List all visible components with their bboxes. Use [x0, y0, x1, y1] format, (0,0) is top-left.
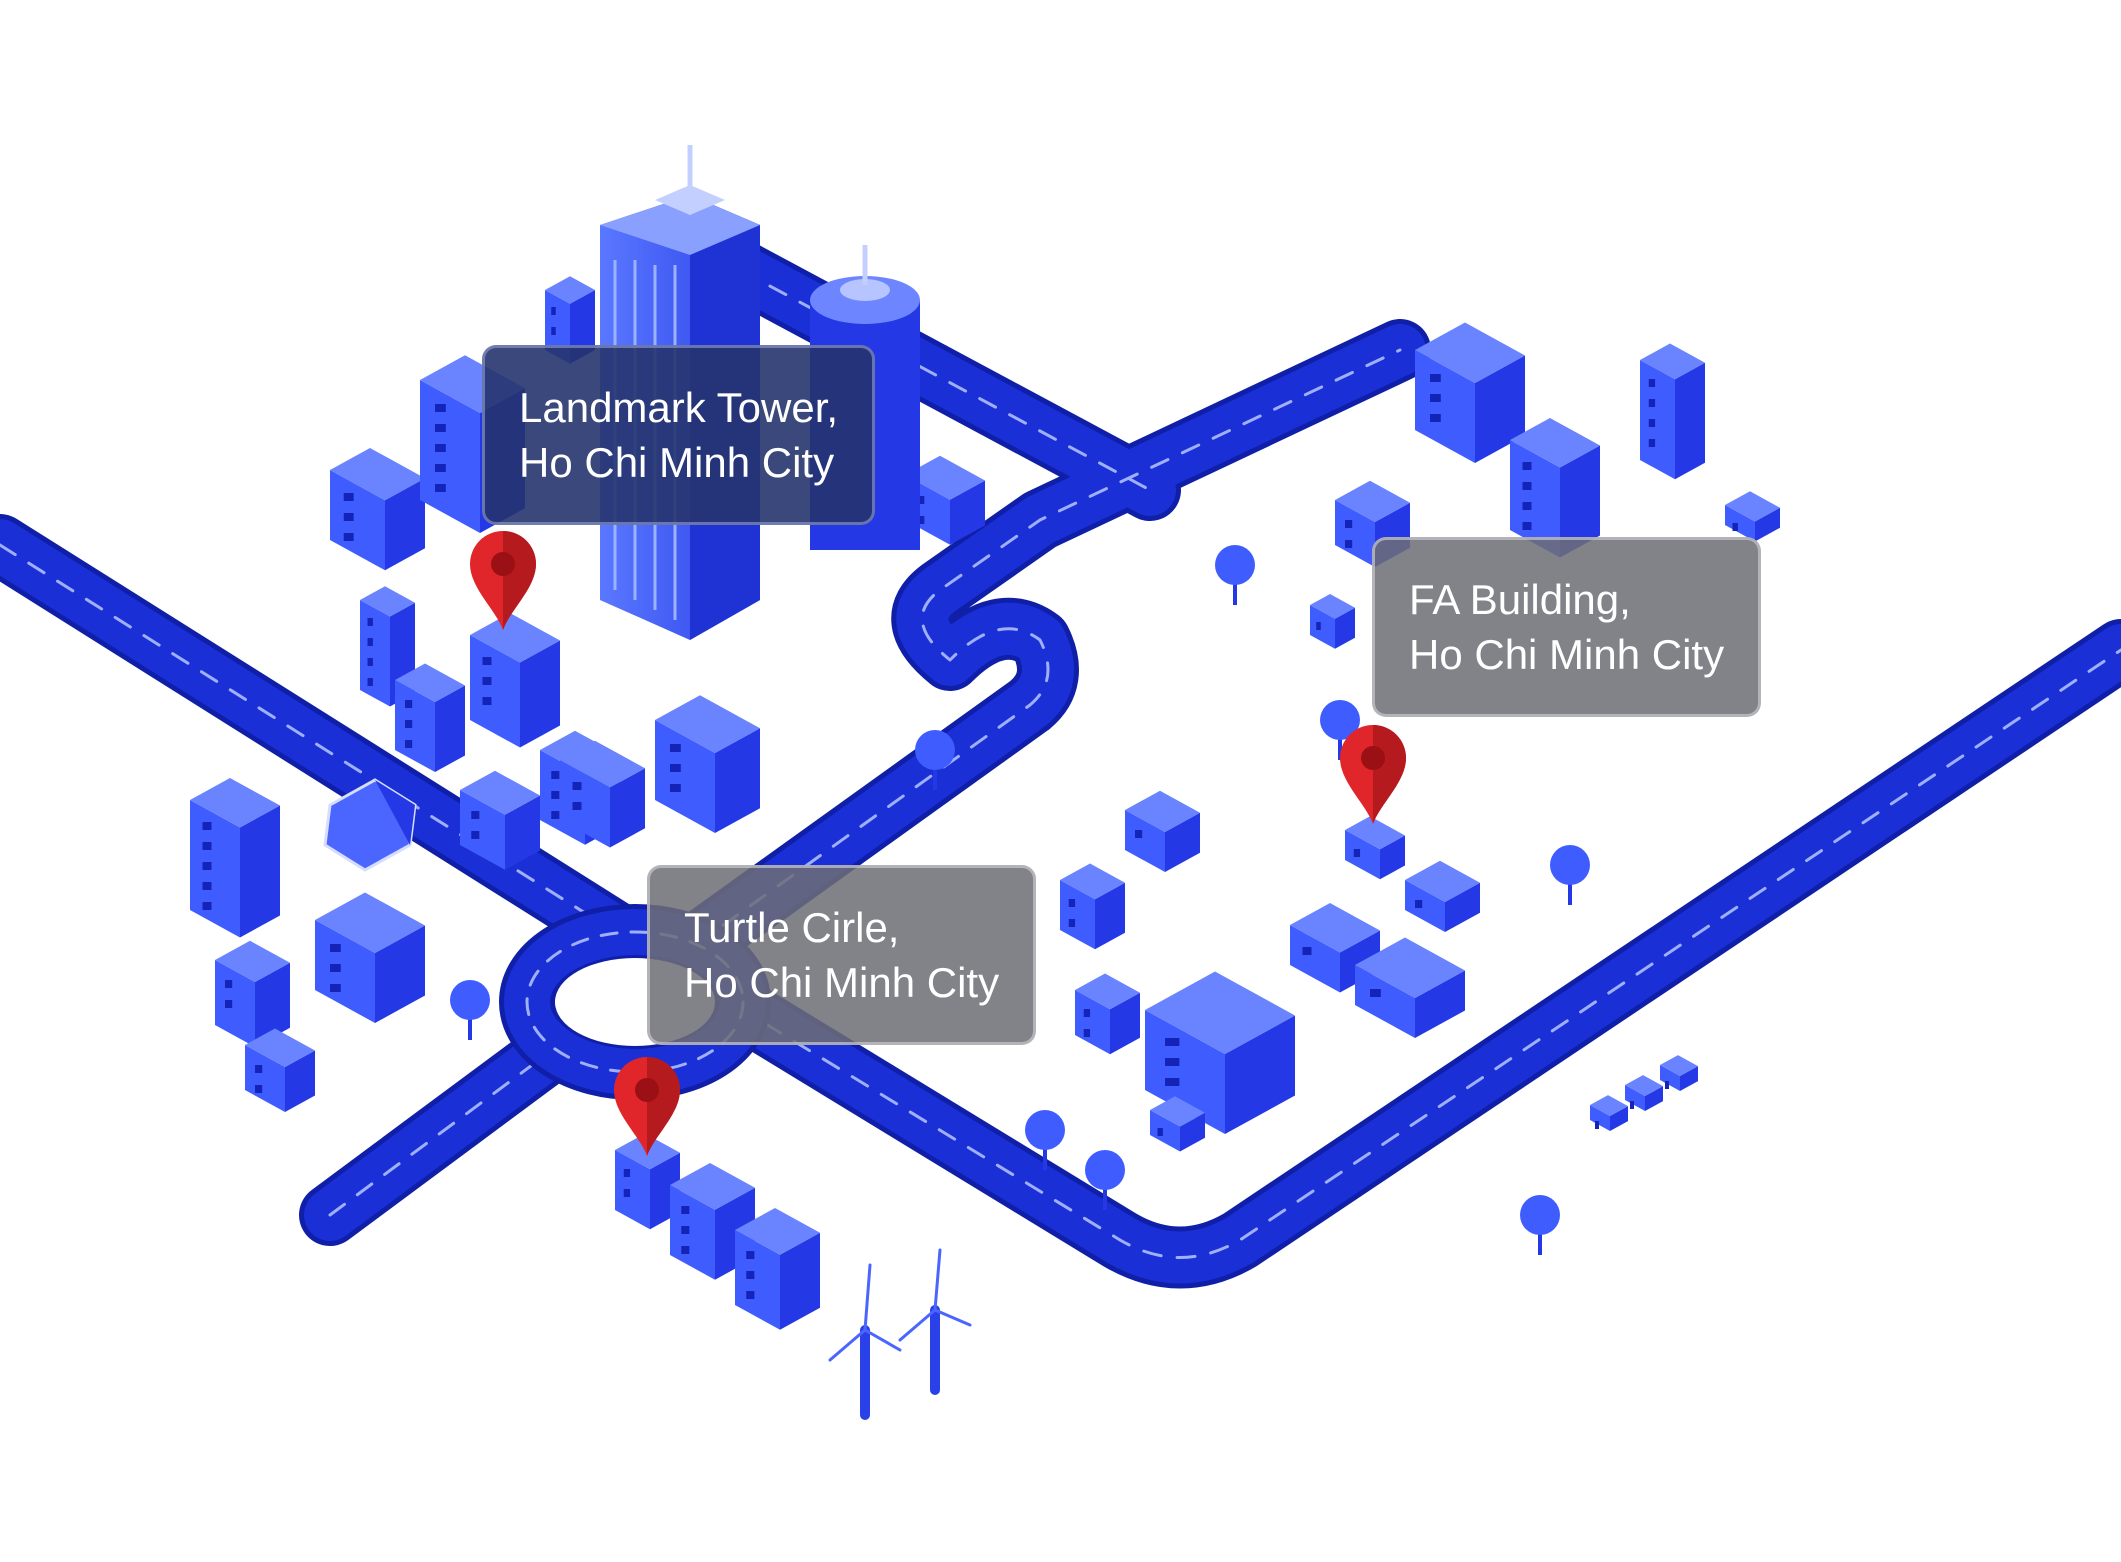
bus-icon [323, 778, 417, 872]
label-line-1: FA Building, [1409, 576, 1631, 623]
landmark-tower-label: Landmark Tower, Ho Chi Minh City [482, 345, 876, 525]
turtle-circle-label: Turtle Cirle, Ho Chi Minh City [647, 865, 1037, 1045]
tree-icon [1215, 545, 1255, 605]
building [1125, 790, 1200, 872]
building [215, 940, 290, 1047]
building [1075, 973, 1140, 1055]
building [470, 613, 560, 748]
building [1145, 971, 1295, 1134]
map-pin-icon[interactable] [466, 530, 540, 632]
building [1310, 594, 1355, 649]
building [330, 448, 425, 571]
wind-turbine-icon [898, 1248, 972, 1395]
building [560, 740, 645, 848]
wind-turbine-icon [828, 1263, 902, 1420]
trees-layer [450, 545, 1590, 1255]
building [1590, 1095, 1628, 1131]
tree-icon [1550, 845, 1590, 905]
label-line-2: Ho Chi Minh City [519, 439, 835, 486]
tree-icon [450, 980, 490, 1040]
building [735, 1208, 820, 1330]
building [1290, 903, 1380, 993]
building [1405, 860, 1480, 932]
building [245, 1028, 315, 1112]
label-line-1: Landmark Tower, [519, 384, 839, 431]
building [1345, 816, 1405, 880]
tree-icon [1320, 700, 1360, 760]
label-line-2: Ho Chi Minh City [1409, 631, 1725, 678]
building [1660, 1055, 1698, 1091]
label-line-1: Turtle Cirle, [684, 904, 900, 951]
tree-icon [1025, 1110, 1065, 1170]
building [395, 663, 465, 772]
label-line-2: Ho Chi Minh City [684, 959, 1000, 1006]
building [190, 778, 280, 938]
tree-icon [1520, 1195, 1560, 1255]
building [1150, 1096, 1205, 1152]
building [1640, 343, 1705, 480]
tree-icon [915, 730, 955, 790]
building [1415, 322, 1525, 463]
tree-icon [1085, 1150, 1125, 1210]
building [460, 770, 540, 870]
building [1060, 863, 1125, 950]
fa-building-label: FA Building, Ho Chi Minh City [1372, 537, 1762, 717]
map-pin-icon[interactable] [1336, 724, 1410, 826]
building [1510, 418, 1600, 558]
building [1625, 1075, 1663, 1111]
building [1355, 937, 1465, 1038]
road-network [0, 239, 2121, 1289]
building [315, 892, 425, 1023]
map-pin-icon[interactable] [610, 1056, 684, 1158]
building [1725, 491, 1780, 542]
building [655, 695, 760, 833]
